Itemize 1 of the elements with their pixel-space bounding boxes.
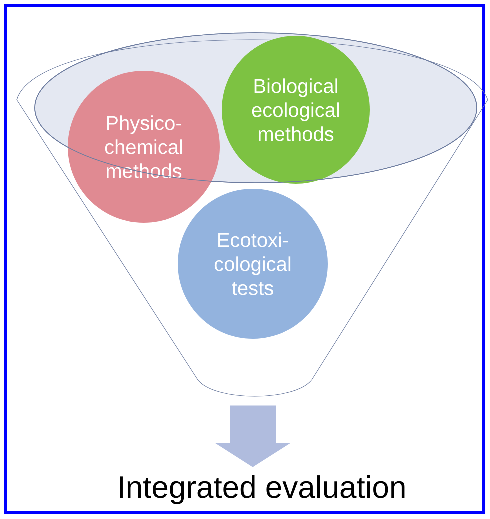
result-text: Integrated evaluation [120, 476, 405, 504]
